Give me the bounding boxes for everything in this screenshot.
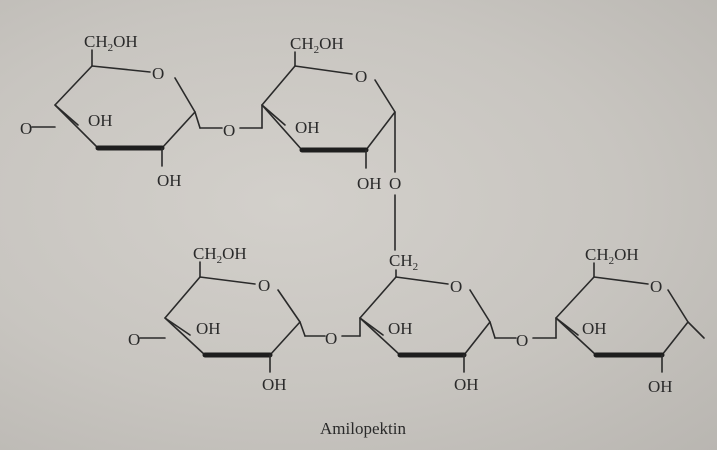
oh-label-5b: OH xyxy=(648,377,673,396)
oh-label-1a: OH xyxy=(88,111,113,130)
glycosidic-oxygen-1-2: O xyxy=(223,121,235,140)
ring-oxygen-4: O xyxy=(450,277,462,296)
glucose-ring-5: CH2OH O OH OH xyxy=(532,245,705,396)
branch-oxygen: O xyxy=(389,174,401,193)
ch2oh-label-5: CH2OH xyxy=(585,245,639,267)
oh-label-2b: OH xyxy=(357,174,382,193)
glycosidic-oxygen-4-5: O xyxy=(516,331,528,350)
ch2-label: CH2 xyxy=(389,251,418,273)
ch2oh-label-2: CH2OH xyxy=(290,34,344,56)
ch2oh-label-3: CH2OH xyxy=(193,244,247,266)
glucose-ring-4: CH2 O OH OH xyxy=(341,251,517,394)
oh-label-3a: OH xyxy=(196,319,221,338)
ch2oh-label-1: CH2OH xyxy=(84,32,138,54)
ring-oxygen-3: O xyxy=(258,276,270,295)
glycosidic-oxygen-3-4: O xyxy=(325,329,337,348)
ring-oxygen-2: O xyxy=(355,67,367,86)
link-oxygen-left: O xyxy=(20,119,32,138)
oh-label-4a: OH xyxy=(388,319,413,338)
oh-label-1b: OH xyxy=(157,171,182,190)
ring-oxygen-1: O xyxy=(152,64,164,83)
glucose-ring-2: CH2OH O OH OH O xyxy=(239,34,401,193)
diagram-caption: Amilopektin xyxy=(320,419,406,438)
link-oxygen-left-2: O xyxy=(128,330,140,349)
oh-label-2a: OH xyxy=(295,118,320,137)
oh-label-4b: OH xyxy=(454,375,479,394)
ring-oxygen-5: O xyxy=(650,277,662,296)
glucose-ring-3: CH2OH O OH OH O xyxy=(128,244,326,394)
oh-label-3b: OH xyxy=(262,375,287,394)
glucose-ring-1: CH2OH O OH OH O xyxy=(20,32,223,190)
oh-label-5a: OH xyxy=(582,319,607,338)
